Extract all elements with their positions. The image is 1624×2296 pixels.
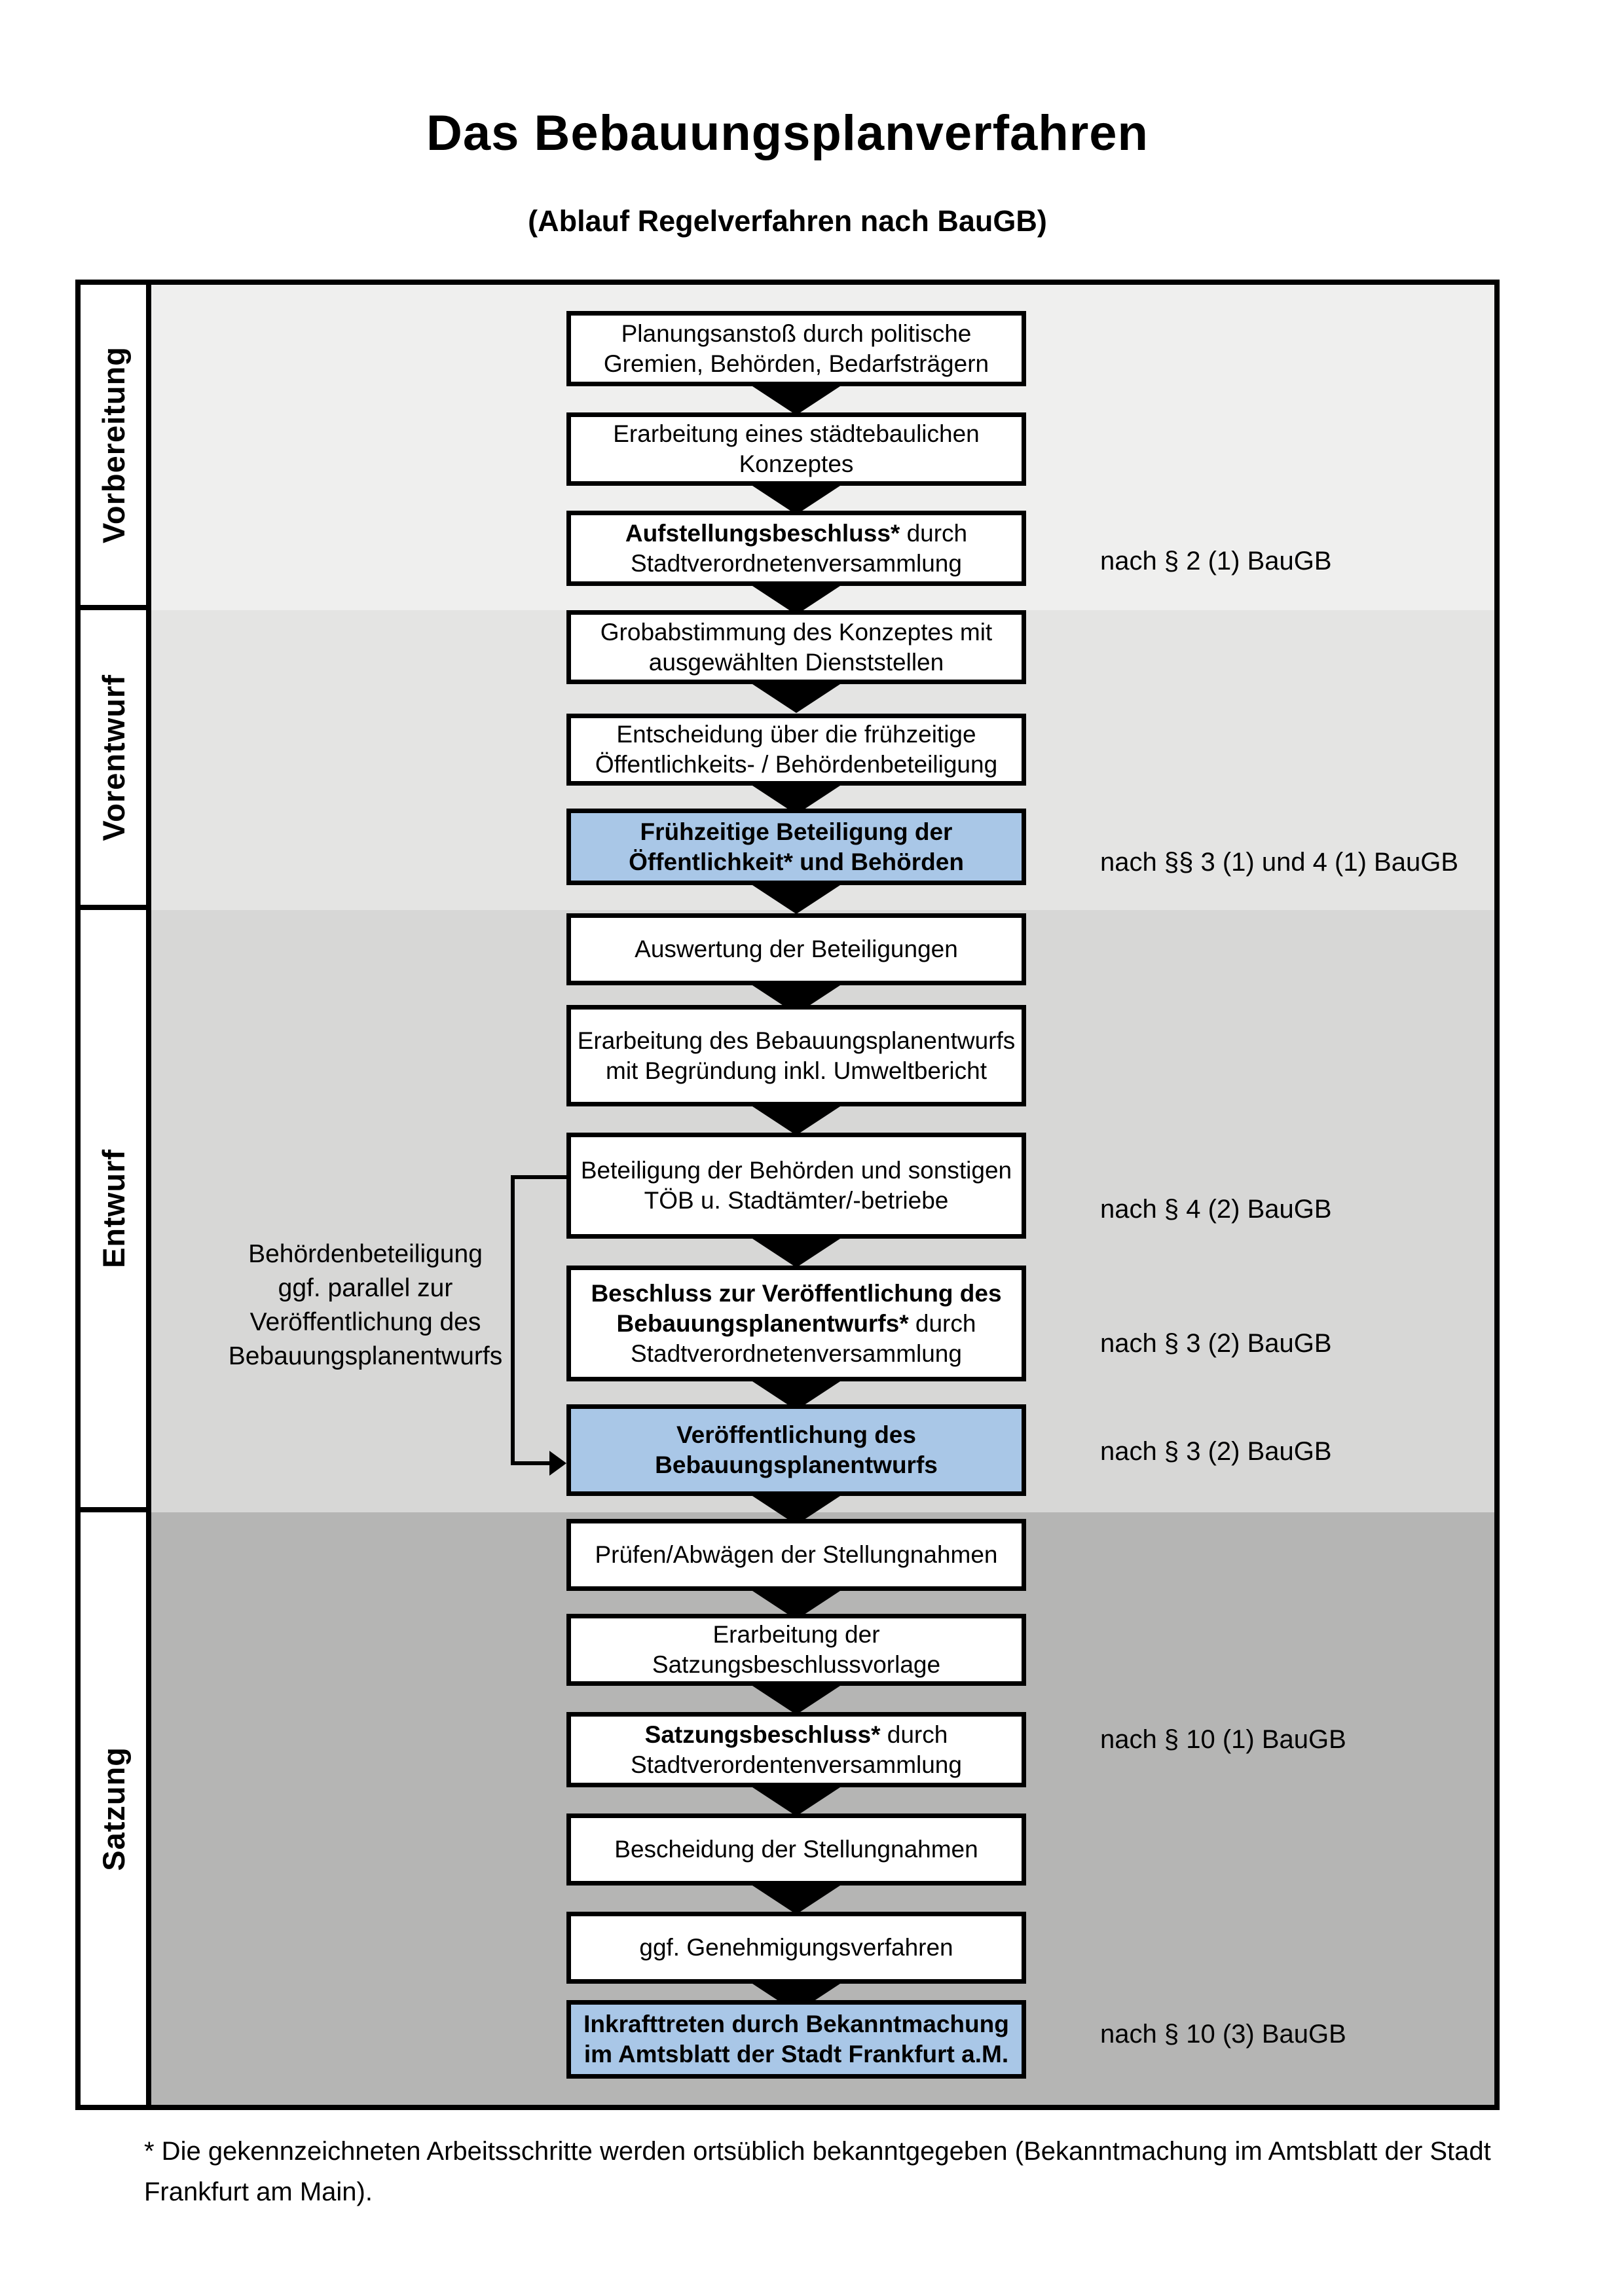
legal-annotation: nach §§ 3 (1) und 4 (1) BauGB xyxy=(1100,848,1458,877)
flow-arrow-down-icon xyxy=(750,385,842,415)
step-entscheidung-beteiligung: Entscheidung über die frühzeitige Öffent… xyxy=(566,714,1026,786)
phase-cell-vorbereitung: Vorbereitung xyxy=(81,285,146,610)
step-erarbeitung-entwurf: Erarbeitung des Bebauungsplanentwurfs mi… xyxy=(566,1005,1026,1106)
phase-cell-entwurf: Entwurf xyxy=(81,910,146,1512)
legal-annotation: nach § 3 (2) BauGB xyxy=(1100,1329,1332,1358)
page-subtitle: (Ablauf Regelverfahren nach BauGB) xyxy=(528,204,1047,238)
step-inkrafttreten: Inkrafttreten durch Bekanntmachung im Am… xyxy=(566,2000,1026,2079)
flow-arrow-down-icon xyxy=(750,1786,842,1816)
flow-arrow-down-icon xyxy=(750,884,842,914)
flow-arrow-down-icon xyxy=(750,683,842,713)
flow-arrow-down-icon xyxy=(750,1237,842,1267)
step-veroeffentlichung-entwurf: Veröffentlichung des Bebauungsplanentwur… xyxy=(566,1404,1026,1496)
bracket-vertical-line xyxy=(511,1175,515,1465)
step-erarbeitung-konzept: Erarbeitung eines städtebaulichen Konzep… xyxy=(566,412,1026,486)
step-pruefen-abwaegen: Prüfen/Abwägen der Stellungnahmen xyxy=(566,1519,1026,1591)
step-beteiligung-behoerden: Beteiligung der Behörden und sonstigen T… xyxy=(566,1133,1026,1239)
step-bescheidung: Bescheidung der Stellungnahmen xyxy=(566,1813,1026,1886)
step-satzungsbeschluss: Satzungsbeschluss* durch Stadtverordente… xyxy=(566,1712,1026,1787)
flow-arrow-down-icon xyxy=(750,1105,842,1135)
flow-arrow-down-icon xyxy=(750,1884,842,1914)
legal-annotation: nach § 10 (1) BauGB xyxy=(1100,1725,1346,1754)
phase-label-vorbereitung: Vorbereitung xyxy=(96,346,131,543)
bracket-top-line xyxy=(511,1175,566,1179)
step-erarbeitung-satzungsvorlage: Erarbeitung der Satzungsbeschlussvorlage xyxy=(566,1614,1026,1686)
step-planungsanstoss: Planungsanstoß durch politische Gremien,… xyxy=(566,311,1026,386)
step-auswertung: Auswertung der Beteiligungen xyxy=(566,913,1026,985)
flow-arrow-down-icon xyxy=(750,1685,842,1715)
side-note: Behördenbeteiligung ggf. parallel zur Ve… xyxy=(228,1240,503,1370)
flow-arrow-down-icon xyxy=(750,484,842,515)
step-aufstellungsbeschluss: Aufstellungsbeschluss* durch Stadtverord… xyxy=(566,511,1026,586)
phase-cell-vorentwurf: Vorentwurf xyxy=(81,610,146,910)
legal-annotation: nach § 4 (2) BauGB xyxy=(1100,1195,1332,1224)
bracket-arrow-right-icon xyxy=(549,1451,566,1476)
phase-column: Vorbereitung Vorentwurf Entwurf Satzung xyxy=(81,285,151,2105)
phase-cell-satzung: Satzung xyxy=(81,1512,146,2105)
step-genehmigungsverfahren: ggf. Genehmigungsverfahren xyxy=(566,1912,1026,1984)
page-title: Das Bebauungsplanverfahren xyxy=(426,105,1149,161)
step-fruehzeitige-beteiligung: Frühzeitige Beteiligung der Öffentlichke… xyxy=(566,809,1026,885)
flowchart-frame: Vorbereitung Vorentwurf Entwurf Satzung … xyxy=(75,280,1500,2110)
footnote: * Die gekennzeichneten Arbeitsschritte w… xyxy=(144,2137,1491,2206)
phase-label-entwurf: Entwurf xyxy=(96,1149,131,1268)
legal-annotation: nach § 10 (3) BauGB xyxy=(1100,2020,1346,2049)
bracket-bottom-line xyxy=(511,1461,551,1465)
phase-label-satzung: Satzung xyxy=(96,1746,131,1871)
flow-arrow-down-icon xyxy=(750,585,842,615)
phase-label-vorentwurf: Vorentwurf xyxy=(96,674,131,841)
step-beschluss-veroeffentlichung: Beschluss zur Veröffentlichung des Bebau… xyxy=(566,1266,1026,1381)
step-grobabstimmung: Grobabstimmung des Konzeptes mit ausgewä… xyxy=(566,610,1026,684)
legal-annotation: nach § 3 (2) BauGB xyxy=(1100,1437,1332,1466)
legal-annotation: nach § 2 (1) BauGB xyxy=(1100,547,1332,575)
